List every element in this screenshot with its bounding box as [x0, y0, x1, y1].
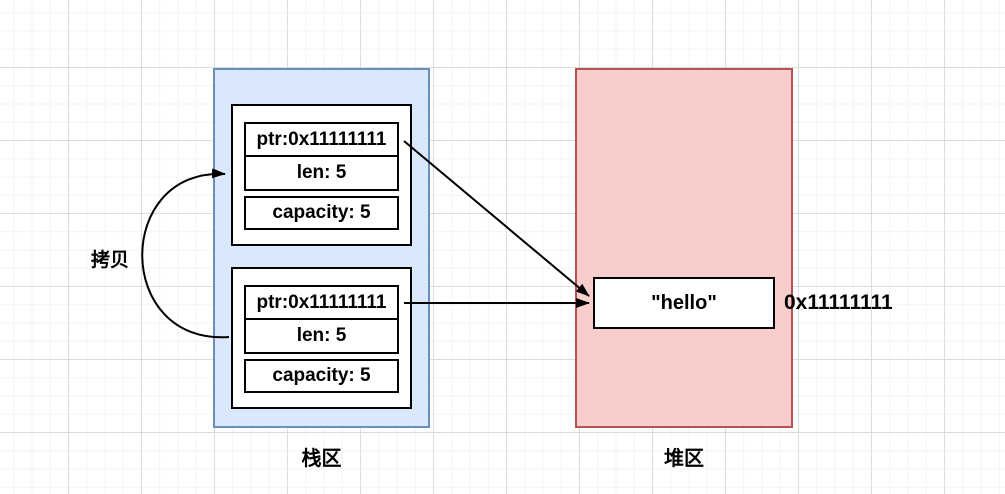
struct1-ptr-cell: ptr:0x11111111 — [244, 122, 399, 157]
stack-region-label: 栈区 — [301, 448, 342, 470]
struct1-len-cell: len: 5 — [244, 155, 399, 191]
heap-region — [575, 68, 793, 428]
heap-address-label: 0x11111111 — [784, 291, 893, 314]
copy-label: 拷贝 — [91, 250, 130, 271]
heap-value-box: "hello" — [593, 277, 775, 329]
struct2-capacity-cell: capacity: 5 — [244, 359, 399, 393]
struct1-capacity-cell: capacity: 5 — [244, 196, 399, 230]
string-struct-1: ptr:0x11111111 len: 5 capacity: 5 — [231, 104, 412, 246]
string-struct-2: ptr:0x11111111 len: 5 capacity: 5 — [231, 267, 412, 409]
ptr1-to-heap-arrow-icon — [403, 140, 590, 297]
struct2-ptr-cell: ptr:0x11111111 — [244, 285, 399, 320]
struct2-len-cell: len: 5 — [244, 318, 399, 354]
heap-region-label: 堆区 — [664, 448, 704, 470]
